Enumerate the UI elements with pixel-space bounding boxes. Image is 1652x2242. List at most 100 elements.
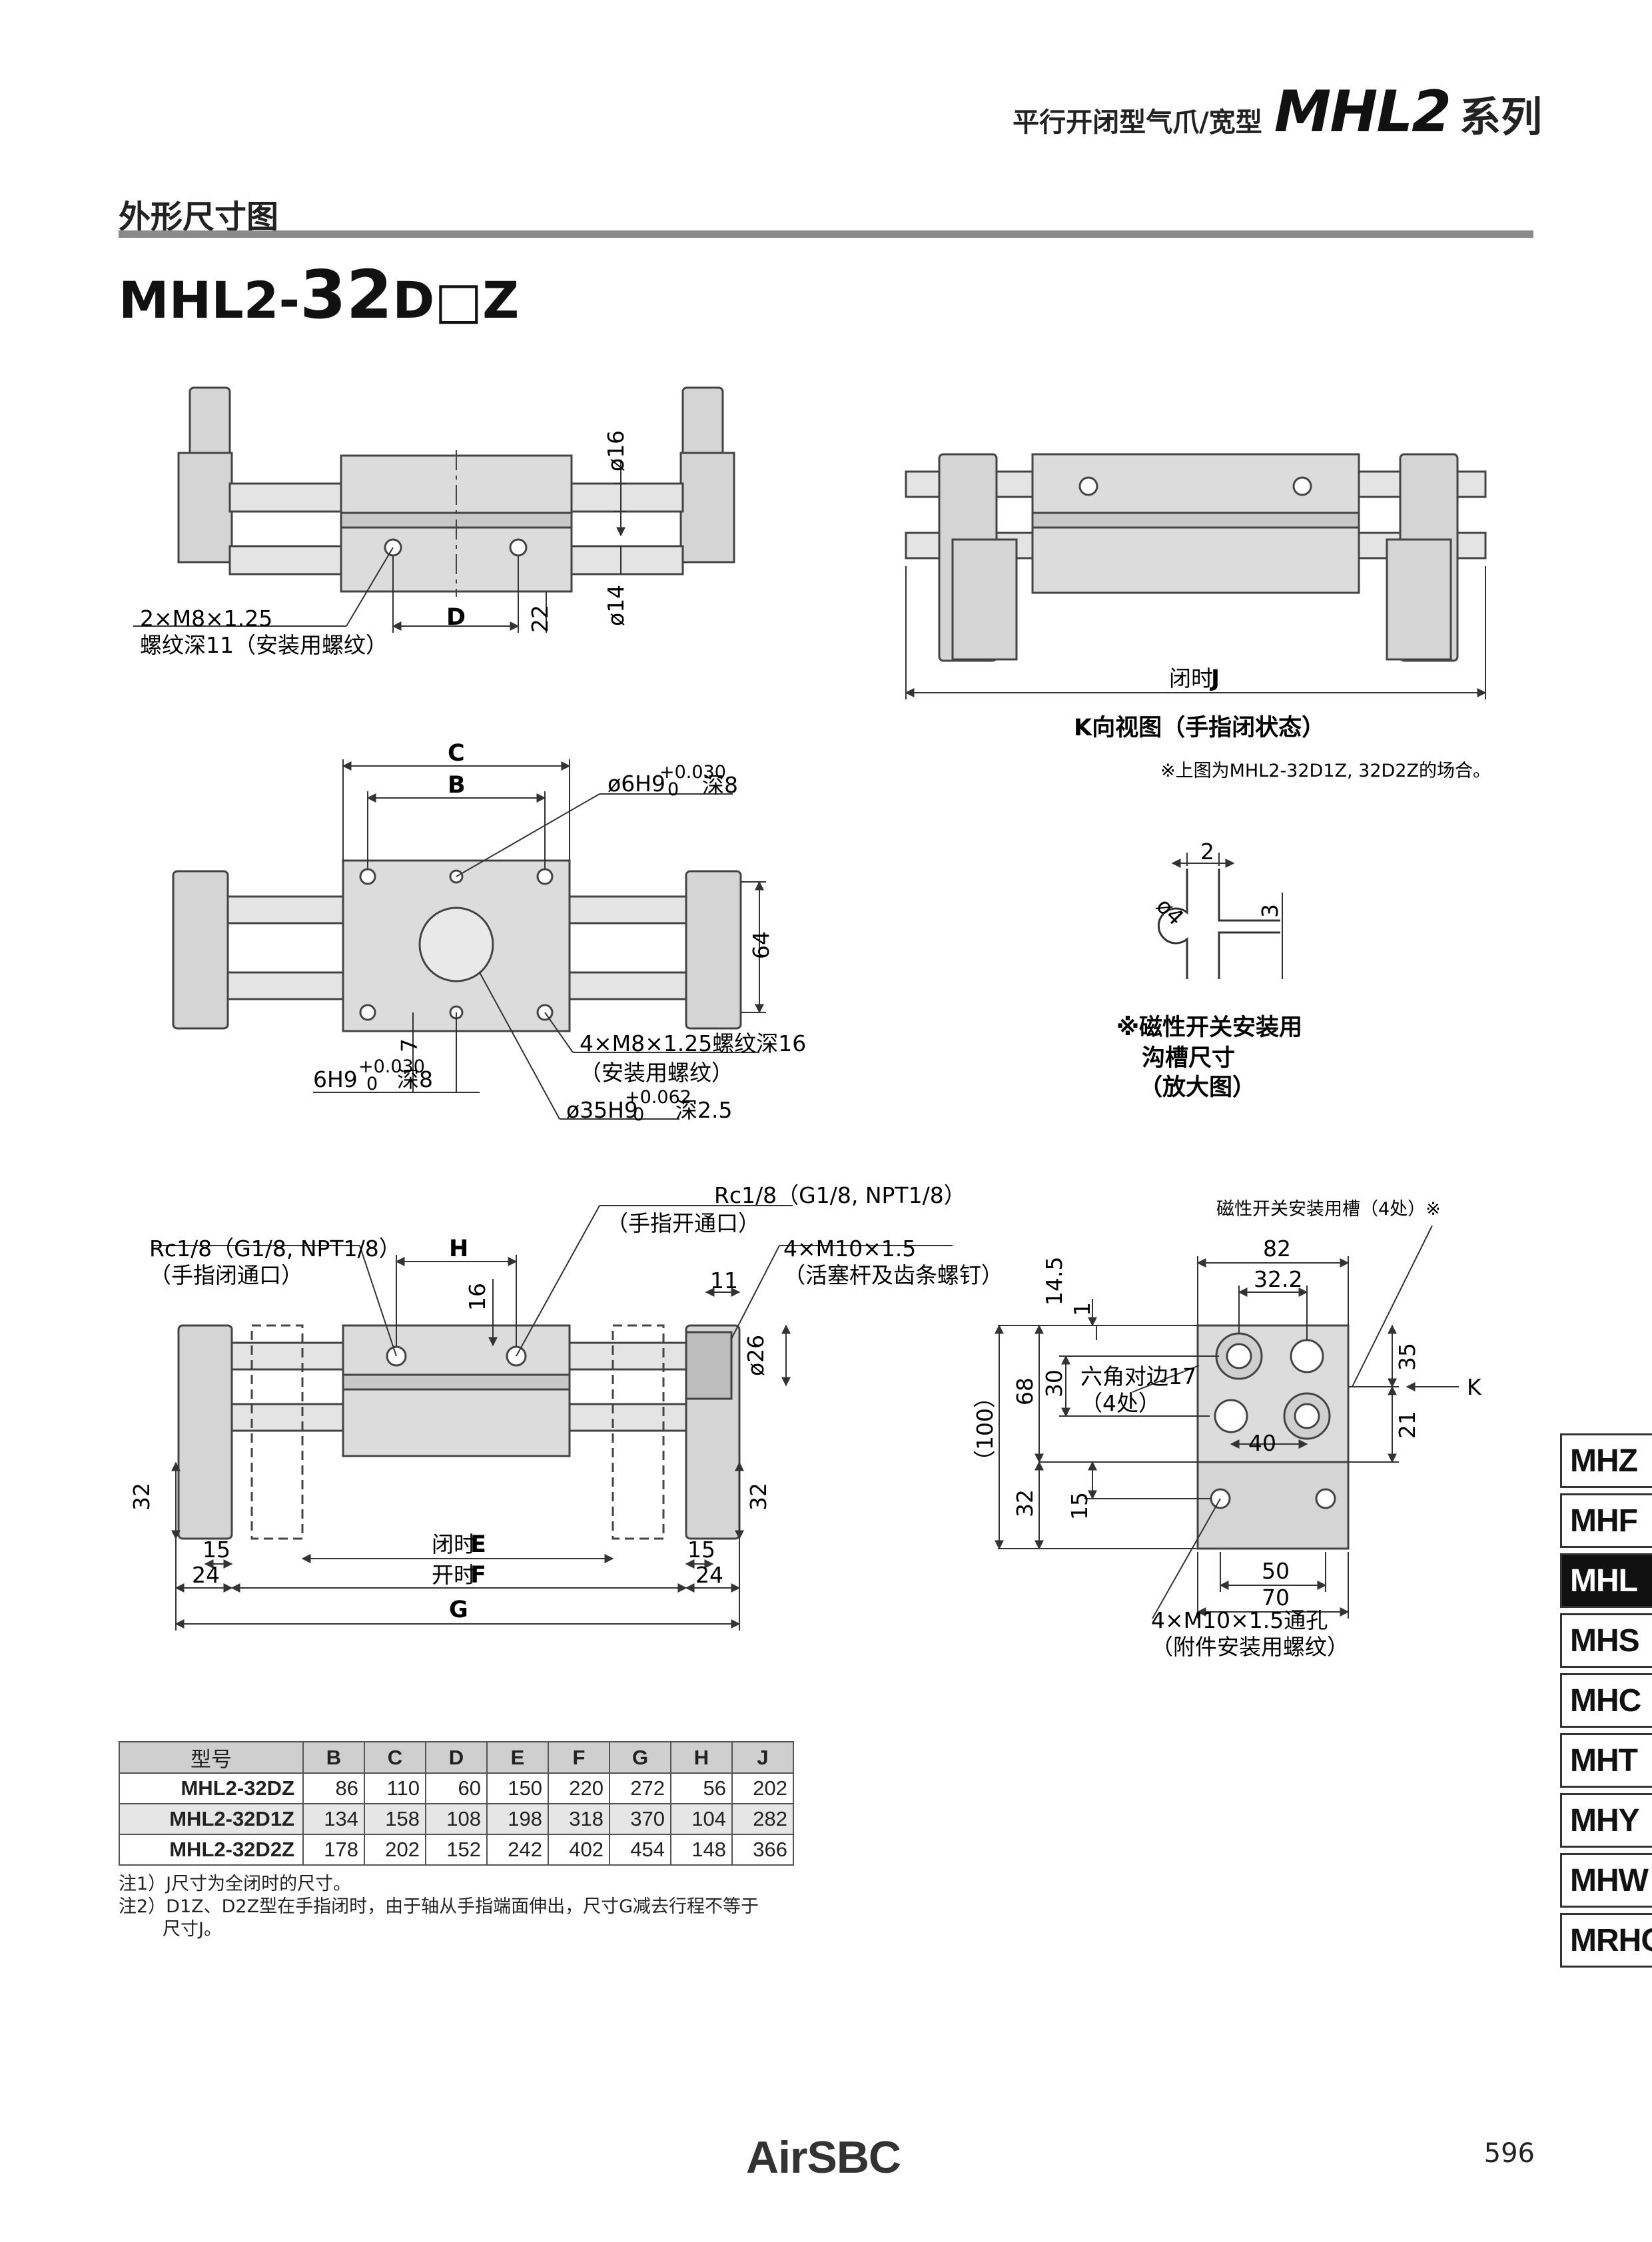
hole-6H9b-label: 6H9 (313, 1066, 358, 1092)
table-cell: 220 (548, 1772, 610, 1804)
dim-15a-label: 15 (203, 1537, 230, 1563)
k-view-drawing (905, 453, 1487, 662)
tab-mhl[interactable]: MHL (1560, 1553, 1652, 1608)
table-row: MHL2-32DZ 86 110 60 150 220 272 56 202 (119, 1772, 794, 1804)
table-header: C (364, 1741, 426, 1774)
dim-H-label: H (449, 1236, 468, 1262)
dim-32b-label: 32 (745, 1483, 771, 1511)
tab-mhc[interactable]: MHC (1560, 1673, 1652, 1728)
dim-phi26-label: ø26 (743, 1335, 769, 1376)
tab-mhs[interactable]: MHS (1560, 1613, 1652, 1668)
table-header: B (302, 1741, 365, 1774)
dim-B-label: B (448, 772, 466, 799)
dim-21-label: 21 (1394, 1411, 1420, 1439)
model-size: 32 (300, 256, 393, 334)
hole-35H9-depth: 深2.5 (675, 1097, 732, 1123)
table-cell: 454 (609, 1834, 671, 1866)
table-cell: 134 (302, 1803, 365, 1835)
table-row: MHL2-32D1Z 134 158 108 198 318 370 104 2… (119, 1803, 794, 1835)
dim-D-label: D (446, 604, 466, 631)
side-view-drawing (177, 1324, 741, 1540)
thread-4M10-att-label: （附件安装用螺纹） (1151, 1634, 1349, 1660)
hex-17-label: 六角对边17 (1080, 1363, 1196, 1389)
hole-35H9-label: ø35H9 (566, 1097, 638, 1123)
end-view-drawing (1196, 1324, 1350, 1550)
tab-mhf[interactable]: MHF (1560, 1493, 1652, 1548)
table-header: E (486, 1741, 549, 1774)
table-cell: 242 (486, 1834, 549, 1866)
groove-3-label: 3 (1257, 904, 1283, 918)
table-cell: 402 (548, 1834, 610, 1866)
dim-32a-label: 32 (129, 1483, 155, 1511)
series-header: 平行开闭型气爪/宽型 MHL2 系列 (1013, 79, 1542, 145)
table-cell: 282 (731, 1803, 794, 1835)
table-notes: 注1）J尺寸为全闭时的尺寸。 注2）D1Z、D2Z型在手指闭时，由于轴从手指端面… (119, 1873, 759, 1941)
closed-E-label: E (470, 1531, 486, 1558)
table-cell: 202 (364, 1834, 426, 1866)
series-name: MHL2 (1274, 79, 1451, 145)
dim-32c-label: 32 (1012, 1489, 1038, 1517)
table-cell-model: MHL2-32DZ (119, 1772, 304, 1804)
dim-15b-label: 15 (687, 1537, 715, 1563)
section-title: 外形尺寸图 (119, 198, 279, 236)
top-view-drawing (177, 386, 735, 597)
table-cell: 104 (670, 1803, 733, 1835)
table-cell: 272 (609, 1772, 671, 1804)
table-cell-model: MHL2-32D1Z (119, 1803, 304, 1835)
tab-mrhq[interactable]: MRHQ (1560, 1913, 1652, 1968)
closed-E-prefix: 闭时 (432, 1531, 476, 1557)
switch-groove-label: 磁性开关安装用槽（4处）※ (1216, 1199, 1441, 1220)
top-view-dims (133, 460, 626, 633)
mount-thread-depth: 螺纹深11（安装用螺纹） (140, 632, 388, 658)
dim-50-label: 50 (1262, 1558, 1290, 1584)
port-close-label: Rc1/8（G1/8, NPT1/8） (149, 1236, 401, 1262)
table-cell: 318 (548, 1803, 610, 1835)
hole-35H9-tol-lower: 0 (633, 1104, 644, 1125)
dim-32-2-label: 32.2 (1254, 1266, 1302, 1292)
table-row: MHL2-32D2Z 178 202 152 242 402 454 148 3… (119, 1834, 794, 1866)
front-view-drawing (172, 859, 742, 1032)
dimension-table: 型号 B C D E F G H J MHL2-32DZ 86 110 60 1… (119, 1741, 794, 1866)
model-suffix: D□Z (392, 270, 520, 330)
section-divider (119, 230, 1533, 238)
tab-mhz[interactable]: MHZ (1560, 1433, 1652, 1488)
k-view-dims (905, 566, 1487, 699)
table-cell: 158 (364, 1803, 426, 1835)
table-cell: 56 (670, 1772, 733, 1804)
dim-16-label: 16 (464, 1283, 490, 1311)
k-view-note: ※上图为MHL2-32D1Z, 32D2Z的场合。 (1160, 761, 1491, 781)
thread-4M8-label: 4×M8×1.25螺纹深16 (580, 1030, 806, 1056)
dim-1-label: 1 (1069, 1302, 1095, 1316)
dim-35-label: 35 (1394, 1343, 1420, 1371)
thread-4M10-thru-label: 4×M10×1.5通孔 (1151, 1607, 1328, 1633)
dim-14-5-label: 14.5 (1041, 1257, 1067, 1306)
tab-mht[interactable]: MHT (1560, 1733, 1652, 1788)
table-cell: 148 (670, 1834, 733, 1866)
dim-11-label: 11 (710, 1268, 738, 1294)
hole-6H9b-tol-upper: +0.030 (358, 1056, 425, 1077)
dim-70-label: 70 (1262, 1585, 1290, 1611)
table-cell: 370 (609, 1803, 671, 1835)
hole-6H9-depth: 深8 (702, 772, 738, 798)
dim-30-label: 30 (1041, 1369, 1067, 1397)
hole-6H9b-tol-lower: 0 (366, 1074, 378, 1094)
closed-J-prefix: 闭时 (1169, 665, 1213, 691)
series-subtitle: 平行开闭型气爪/宽型 (1013, 107, 1262, 138)
table-cell: 152 (425, 1834, 488, 1866)
table-cell: 178 (302, 1834, 365, 1866)
thread-4M10-desc: （活塞杆及齿条螺钉） (783, 1262, 1003, 1288)
dim-40-label: 40 (1248, 1430, 1276, 1456)
table-header: J (731, 1741, 794, 1774)
dim-100-label: （100） (972, 1386, 998, 1472)
table-cell: 108 (425, 1803, 488, 1835)
open-F-label: F (470, 1562, 486, 1589)
table-cell: 86 (302, 1772, 365, 1804)
brand-logo: AirSBC (746, 2132, 901, 2183)
tab-mhw[interactable]: MHW (1560, 1853, 1652, 1908)
tab-mhy[interactable]: MHY (1560, 1793, 1652, 1848)
table-header: G (609, 1741, 671, 1774)
dim-C-label: C (448, 740, 465, 767)
table-header: F (548, 1741, 610, 1774)
dim-24a-label: 24 (192, 1562, 220, 1588)
